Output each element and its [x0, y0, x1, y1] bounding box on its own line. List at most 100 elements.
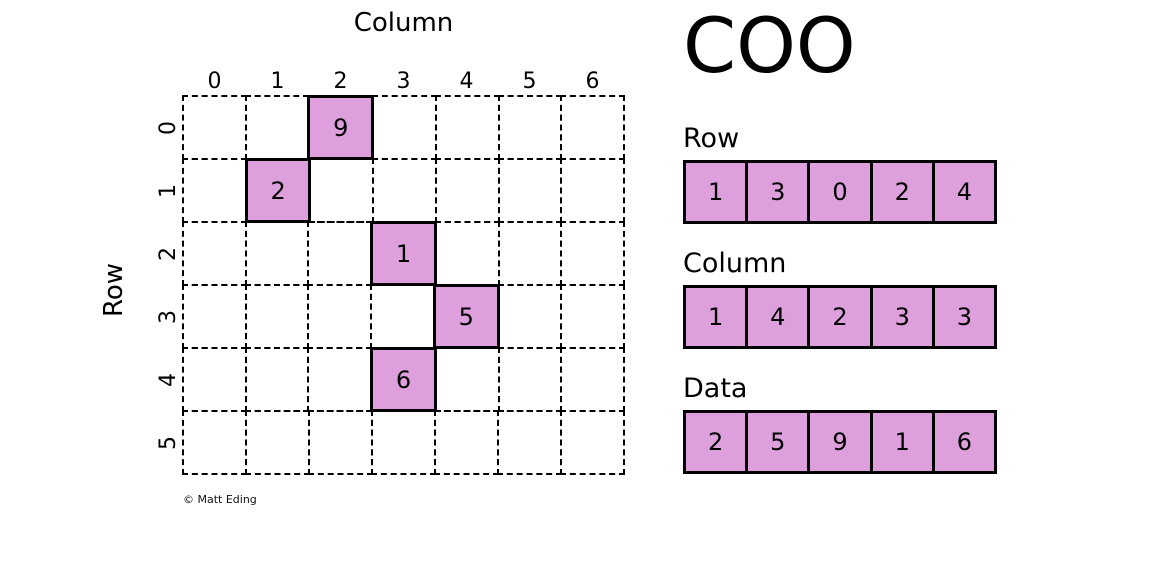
row-tick-0-label: 0	[156, 120, 181, 135]
matrix-cell-3-3	[370, 284, 435, 349]
matrix-cell-1-1: 2	[244, 158, 312, 223]
matrix-grid-row: 5	[182, 284, 626, 349]
matrix-cell-4-6	[560, 347, 626, 412]
column-tick-5: 5	[522, 69, 537, 94]
matrix-cell-0-2: 9	[307, 95, 375, 160]
column-array-cell-4: 3	[931, 285, 998, 349]
row-tick-3-label: 3	[156, 309, 181, 324]
matrix-cell-4-1	[244, 347, 310, 412]
matrix-cell-1-4	[434, 158, 500, 223]
matrix-cell-5-2	[308, 410, 373, 475]
row-array-cell-0: 1	[683, 160, 749, 224]
column-array-cell-0: 1	[683, 285, 749, 349]
row-tick-3: 3	[156, 285, 181, 348]
matrix-cell-4-0	[182, 347, 247, 412]
coo-panel: COO Row 1 3 0 2 4 Column 1 4 2 3 3 Data …	[683, 0, 1083, 576]
row-array-cell-2: 0	[807, 160, 873, 224]
matrix-grid-row	[182, 410, 625, 475]
matrix-cell-3-1	[244, 284, 310, 349]
matrix-cell-5-1	[245, 410, 310, 475]
matrix-cell-3-4: 5	[432, 284, 500, 349]
data-array-boxes: 2 5 9 1 6	[683, 410, 998, 474]
matrix-cell-5-4	[434, 410, 499, 475]
matrix-cell-1-5	[497, 158, 563, 223]
matrix-cell-2-1	[244, 221, 310, 286]
matrix-cell-2-2	[307, 221, 373, 286]
matrix-cell-3-5	[497, 284, 563, 349]
column-array-cell-3: 3	[869, 285, 935, 349]
row-tick-4-label: 4	[156, 372, 181, 387]
data-array-label: Data	[683, 373, 748, 404]
matrix-cell-5-3	[371, 410, 436, 475]
matrix-grid-row: 1	[182, 221, 626, 286]
column-tick-3: 3	[396, 69, 411, 94]
column-tick-4: 4	[459, 69, 474, 94]
column-tick-2: 2	[333, 69, 348, 94]
row-array-cell-3: 2	[869, 160, 935, 224]
data-array-cell-4: 6	[931, 410, 998, 474]
matrix-grid-row: 9	[182, 95, 626, 160]
matrix-cell-5-0	[182, 410, 247, 475]
matrix-grid-row: 6	[182, 347, 626, 412]
matrix-cell-0-4	[434, 95, 500, 160]
row-array-cell-4: 4	[931, 160, 998, 224]
matrix-cell-2-4	[434, 221, 500, 286]
matrix-cell-3-0	[182, 284, 247, 349]
column-array-label: Column	[683, 248, 787, 279]
column-array-boxes: 1 4 2 3 3	[683, 285, 998, 349]
matrix-cell-1-0	[182, 158, 247, 223]
column-tick-labels: 0 1 2 3 4 5 6	[183, 70, 624, 94]
matrix-figure: Column Row 0 1 2 3 4 5 6 0 1 2 3 4 5 9 2	[99, 8, 626, 506]
row-tick-labels: 0 1 2 3 4 5	[156, 96, 181, 474]
matrix-cell-0-0	[182, 95, 247, 160]
matrix-cell-1-2	[309, 158, 375, 223]
matrix-cell-5-6	[560, 410, 625, 475]
matrix-cell-0-6	[560, 95, 626, 160]
matrix-cell-4-5	[497, 347, 563, 412]
matrix-cell-0-1	[244, 95, 310, 160]
column-array-cell-1: 4	[745, 285, 811, 349]
matrix-grid: 9 2 1 5	[182, 95, 626, 475]
matrix-cell-4-3: 6	[370, 347, 437, 412]
column-axis-title: Column	[353, 8, 454, 38]
matrix-cell-2-5	[497, 221, 563, 286]
matrix-cell-4-4	[434, 347, 500, 412]
credit-text: © Matt Eding	[183, 493, 257, 506]
row-tick-2: 2	[156, 222, 181, 285]
row-tick-4: 4	[156, 348, 181, 411]
row-axis-title: Row	[99, 262, 129, 318]
data-array-cell-0: 2	[683, 410, 749, 474]
data-array-cell-2: 9	[807, 410, 873, 474]
column-tick-0: 0	[207, 69, 222, 94]
column-tick-1: 1	[270, 69, 285, 94]
row-tick-5: 5	[156, 411, 181, 474]
matrix-cell-2-0	[182, 221, 247, 286]
matrix-cell-0-5	[497, 95, 563, 160]
matrix-cell-0-3	[372, 95, 437, 160]
row-tick-5-label: 5	[156, 435, 181, 450]
row-array-cell-1: 3	[745, 160, 811, 224]
data-array-block: Data 2 5 9 1 6	[683, 373, 998, 474]
matrix-cell-2-3: 1	[370, 221, 437, 286]
data-array-cell-1: 5	[745, 410, 811, 474]
coo-title: COO	[683, 1, 856, 90]
column-array-block: Column 1 4 2 3 3	[683, 248, 998, 349]
row-array-block: Row 1 3 0 2 4	[683, 123, 998, 224]
matrix-cell-4-2	[307, 347, 373, 412]
column-array-cell-2: 2	[807, 285, 873, 349]
row-array-boxes: 1 3 0 2 4	[683, 160, 998, 224]
matrix-cell-2-6	[560, 221, 626, 286]
data-array-cell-3: 1	[869, 410, 935, 474]
matrix-cell-3-6	[560, 284, 626, 349]
row-array-label: Row	[683, 123, 740, 154]
row-tick-1: 1	[156, 159, 181, 222]
matrix-grid-row: 2	[182, 158, 626, 223]
column-tick-6: 6	[585, 69, 600, 94]
row-tick-1-label: 1	[156, 183, 181, 198]
row-tick-0: 0	[156, 96, 181, 159]
row-tick-2-label: 2	[156, 246, 181, 261]
matrix-cell-1-6	[560, 158, 626, 223]
matrix-cell-1-3	[372, 158, 437, 223]
matrix-cell-3-2	[307, 284, 373, 349]
matrix-cell-5-5	[497, 410, 562, 475]
